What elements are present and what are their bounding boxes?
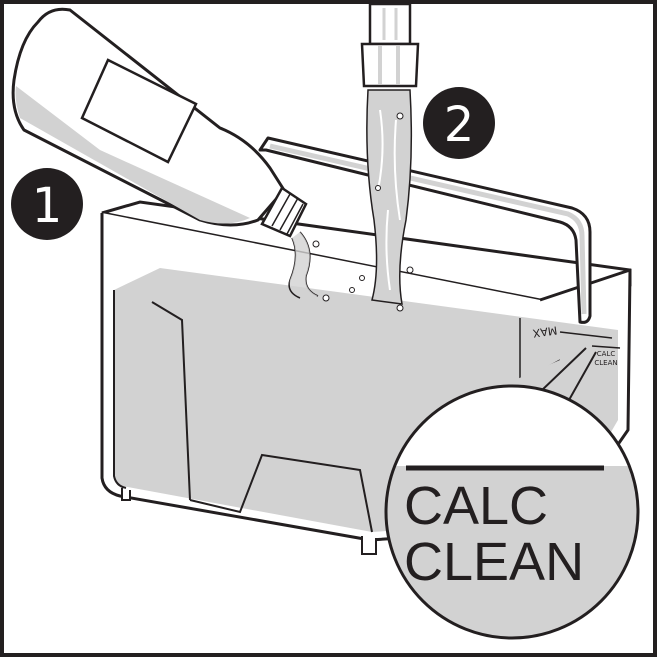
handle-bar <box>258 136 592 324</box>
zoom-calc-label: CALC <box>404 476 548 536</box>
bottle-threads <box>271 193 304 235</box>
step-1-badge: 1 <box>11 168 83 240</box>
tank-handle <box>258 136 592 324</box>
bottle-liquid <box>15 86 250 224</box>
step-1-circle <box>11 168 83 240</box>
water-tap <box>360 2 420 88</box>
tap-water-stream <box>359 89 414 312</box>
step-2-number: 2 <box>444 97 475 153</box>
tank-front-edge <box>113 290 127 489</box>
tap-pipe <box>368 2 412 46</box>
tank-foot-right <box>361 536 377 555</box>
bottle-label <box>80 58 198 164</box>
step-2-circle <box>423 87 495 159</box>
zoom-clean-label: CLEAN <box>404 532 584 592</box>
descaler-bottle <box>11 7 308 238</box>
bottle-pour-stream <box>288 231 355 302</box>
tank-bottom-step <box>189 453 373 533</box>
small-clean-label: CLEAN <box>594 359 617 367</box>
small-calc-line <box>591 345 621 349</box>
max-line <box>559 331 613 339</box>
max-label: MAX <box>531 323 558 339</box>
step-1-number: 1 <box>32 178 63 234</box>
handle-shade <box>269 143 587 315</box>
step-2-badge: 2 <box>423 87 495 159</box>
tap-nozzle <box>360 42 420 88</box>
tank-inner-wall <box>151 301 191 501</box>
zoom-callout: CALC CLEAN <box>384 347 640 640</box>
small-calc-label: CALC <box>597 350 616 358</box>
zoom-circle-outline <box>384 384 640 640</box>
tank-foot-left <box>121 488 131 501</box>
